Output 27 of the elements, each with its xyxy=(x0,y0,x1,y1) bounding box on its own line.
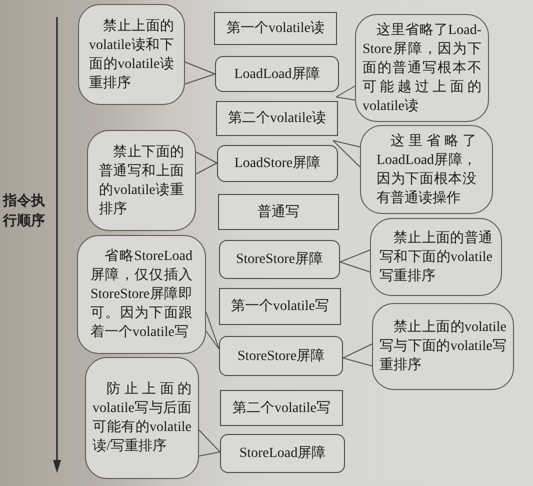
callout-tail xyxy=(198,430,220,456)
callout-bubble: 禁止上面的volatile写与下面的volatile写重排序 xyxy=(372,303,514,390)
instruction-box: 第一个volatile写 xyxy=(219,288,341,325)
callout-tail xyxy=(336,86,356,100)
callout-tail xyxy=(196,152,218,174)
instruction-box: 第二个volatile写 xyxy=(220,390,343,426)
barrier-box: LoadStore屏障 xyxy=(217,145,338,182)
callout-bubble: 防止上面的volatile写与后面可能有的volatile读/写重排序 xyxy=(85,357,199,479)
callout-bubble: 这里省略了Load-Store屏障，因为下面的普通写根本不可能越过上面的volatile读 xyxy=(355,14,489,122)
callout-tail xyxy=(342,344,372,366)
barrier-box: StoreStore屏障 xyxy=(219,240,340,279)
barrier-box: StoreStore屏障 xyxy=(219,336,343,376)
barrier-box: LoadLoad屏障 xyxy=(215,56,339,92)
instruction-box: 普通写 xyxy=(218,194,339,230)
callout-bubble: 省略StoreLoad屏障，仅仅插入StoreStore屏障即可。因为下面跟着一个volatile写 xyxy=(77,235,206,354)
callout-tail xyxy=(340,250,370,272)
instruction-box: 第二个volatile读 xyxy=(216,101,338,136)
callout-tail xyxy=(332,140,360,168)
callout-tail xyxy=(206,312,220,350)
callout-bubble: 禁止上面的volatile读和下面的volatile读重排序 xyxy=(78,4,185,105)
barrier-box: StoreLoad屏障 xyxy=(220,434,345,473)
callout-bubble: 这里省略了LoadLoad屏障，因为下面根本没有普通读操作 xyxy=(360,125,493,214)
direction-label: 指令执行顺序 xyxy=(3,192,46,231)
callout-bubble: 禁止下面的普通写和上面的volatile读重排序 xyxy=(87,130,196,231)
callout-tail xyxy=(184,62,216,84)
instruction-box: 第一个volatile读 xyxy=(214,12,337,45)
callout-bubble: 禁止上面的普通写和下面的volatile写重排序 xyxy=(370,218,502,296)
